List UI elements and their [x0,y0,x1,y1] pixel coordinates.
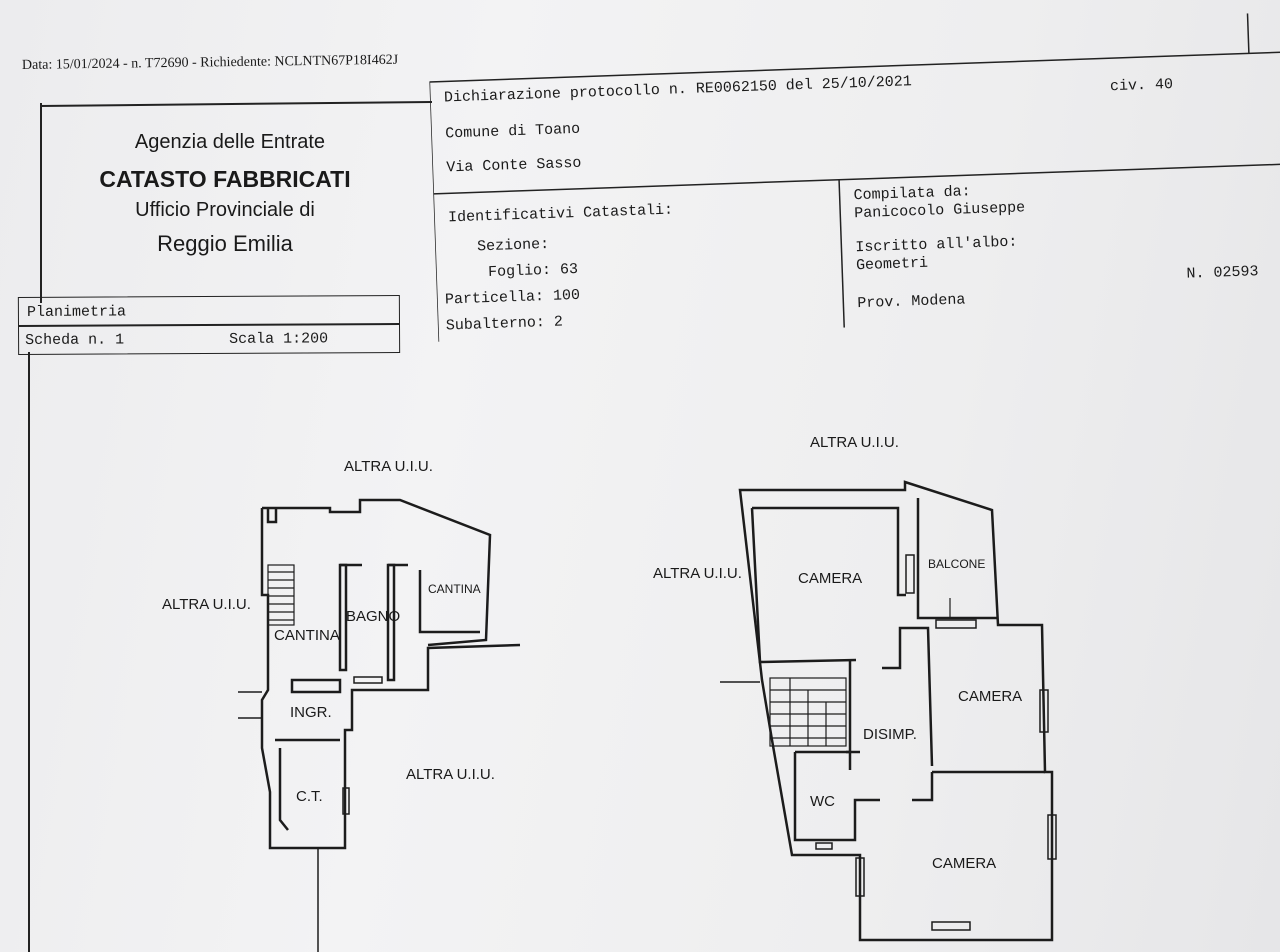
bagno-window [353,676,383,684]
left-corridor-wall [290,678,342,694]
frame-top-left [40,100,432,107]
request-line: Data: 15/01/2024 - n. T72690 - Richieden… [21,52,399,73]
room-ct: C.T. [296,788,323,805]
left-altra-uiu-right: ALTRA U.I.U. [406,766,495,783]
room-camera-2: CAMERA [958,688,1023,705]
left-altra-uiu-left: ALTRA U.I.U. [162,596,251,613]
left-altra-uiu-top: ALTRA U.I.U. [344,458,433,475]
room-cantina-small: CANTINA [428,582,481,596]
room-balcone: BALCONE [928,557,986,571]
camera1-window [905,554,915,594]
info-grid [428,13,1280,342]
ct-left-wall [278,748,289,831]
camera2-window [1039,689,1049,733]
room-ingresso: INGR. [290,704,332,721]
planimetria-box: Planimetria Scheda n. 1 Scala 1:200 [17,295,401,355]
frame-left-lower [28,352,30,952]
agency-name: Agenzia delle Entrate [134,131,326,153]
room-cantina-main: CANTINA [274,627,340,644]
frame-left-upper [40,103,42,303]
planimetria-title: Planimetria [26,303,127,321]
wc-walls [793,750,880,842]
albo-value: Geometri [855,254,929,275]
camera3-bottom-window [931,921,971,931]
office-city: Reggio Emilia [157,231,293,256]
room-bagno: BAGNO [346,608,401,625]
right-altra-uiu-left: ALTRA U.I.U. [653,565,742,582]
civic-number: civ. 40 [1109,76,1174,96]
room-camera-1: CAMERA [798,570,863,587]
right-plan-outer-wall [738,480,1054,942]
room-wc: WC [810,793,835,810]
camera3-top-wall [912,772,934,802]
disimp-left-wall [846,660,860,770]
camera3-window [1047,814,1057,860]
declaration-block: Dichiarazione protocollo n. RE0062150 de… [428,12,1280,342]
foglio-field: Foglio: 63 [487,260,579,282]
disimp-right-wall [882,626,934,767]
wc-window [815,842,833,850]
scheda-number: Scheda n. 1 [25,331,125,349]
right-stairs [769,677,847,747]
sezione-field: Sezione: [476,235,550,256]
room-camera-3: CAMERA [932,855,997,872]
planimetria-divider [18,323,399,327]
room-disimpegno: DISIMP. [863,726,917,743]
office-label: Ufficio Provinciale di [135,199,315,221]
left-wall-stub [266,508,278,524]
registration-number: N. 02593 [1186,263,1259,283]
left-stairs [267,564,295,626]
right-altra-uiu-top: ALTRA U.I.U. [810,434,899,451]
balcone-door [935,619,977,629]
catasto-title: CATASTO FABBRICATI [99,166,351,192]
scale-value: Scala 1:200 [229,330,329,348]
camera3-side-window [855,857,865,897]
ct-window [342,787,350,815]
cantina-small-wall [418,570,480,634]
